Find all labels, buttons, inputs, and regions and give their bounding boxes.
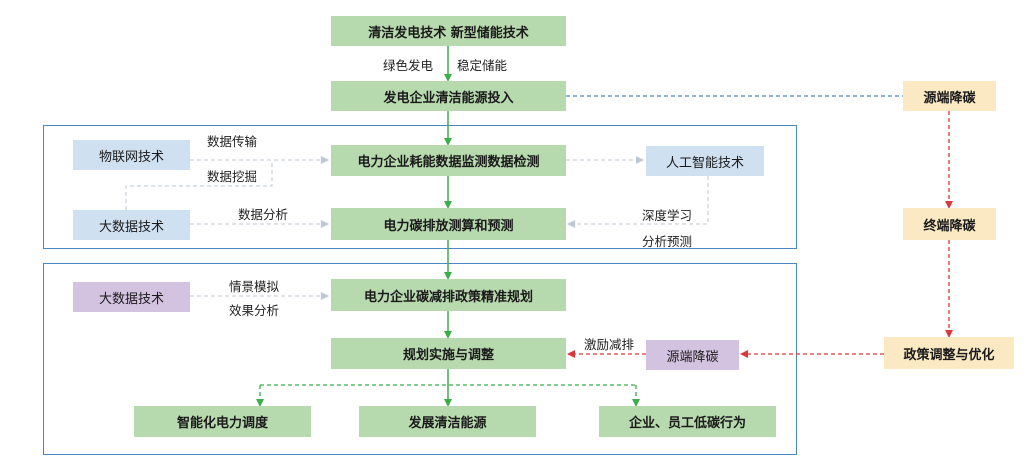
label-data-transfer: 数据传输 [207,134,258,149]
source-reduction-box: 源端降碳 [903,81,996,111]
clean-energy-investment-box: 发电企业清洁能源投入 [331,81,566,111]
smart-dispatch-box: 智能化电力调度 [134,406,311,437]
ai-tech-box: 人工智能技术 [646,146,764,176]
top-technologies-box: 清洁发电技术 新型储能技术 [331,16,566,46]
energy-monitoring-box: 电力企业耗能数据监测数据检测 [331,145,566,176]
planning-group-frame [43,263,797,455]
label-green-power: 绿色发电 [383,58,434,73]
terminal-reduction-box: 终端降碳 [903,208,996,240]
label-incentive: 激励减排 [584,337,635,352]
policy-adjustment-box: 政策调整与优化 [884,337,1014,369]
carbon-calc-box: 电力碳排放测算和预测 [331,208,566,240]
bigdata-tech-box: 大数据技术 [73,210,190,240]
label-scenario-sim: 情景模拟 [229,279,280,294]
source-reduction-mid-box: 源端降碳 [646,340,739,370]
iot-tech-box: 物联网技术 [73,140,190,170]
label-effect-analysis: 效果分析 [229,303,280,318]
policy-planning-box: 电力企业碳减排政策精准规划 [331,279,566,311]
label-stable-storage: 稳定储能 [457,58,508,73]
label-data-analysis: 数据分析 [238,207,289,222]
implementation-box: 规划实施与调整 [331,338,566,369]
low-carbon-behavior-box: 企业、员工低碳行为 [599,406,776,437]
label-data-mining: 数据挖掘 [207,169,258,184]
monitoring-group-frame [43,125,797,249]
line-bigdata-to-monitor [125,160,273,210]
bigdata-tech-planning-box: 大数据技术 [73,282,190,312]
label-deep-learning: 深度学习 [642,208,693,223]
label-analysis-predict: 分析预测 [642,234,693,249]
arrow-ai-to-calc [567,176,709,228]
clean-energy-dev-box: 发展清洁能源 [359,406,536,437]
